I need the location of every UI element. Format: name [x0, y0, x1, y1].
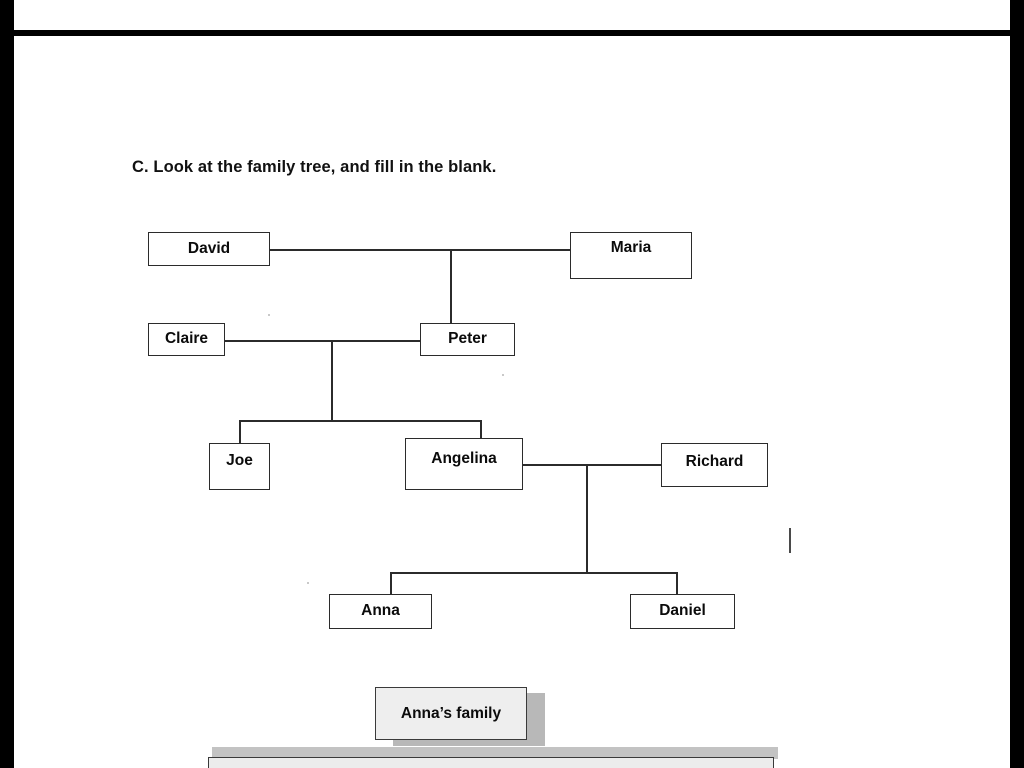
tree-node-label: Claire: [164, 330, 209, 347]
tree-node-peter[interactable]: Peter: [420, 323, 515, 356]
family-tab-label: Anna’s family: [400, 704, 502, 722]
scan-speck: [268, 314, 270, 316]
tree-node-maria[interactable]: Maria: [570, 232, 692, 279]
tree-node-label: Richard: [685, 453, 744, 470]
tree-node-label: Peter: [448, 330, 487, 347]
viewer-frame-right-edge: [1010, 0, 1024, 768]
tree-node-daniel[interactable]: Daniel: [630, 594, 735, 629]
tree-node-label: Anna: [361, 602, 400, 619]
tree-node-label: Joe: [226, 452, 253, 469]
exercise-heading: C. Look at the family tree, and fill in …: [132, 158, 497, 176]
marriage-line-claire-peter: [225, 340, 420, 342]
family-tree-diagram: David Maria Claire Peter Joe Angelina Ri…: [14, 36, 1010, 768]
tree-node-claire[interactable]: Claire: [148, 323, 225, 356]
tree-node-label: Angelina: [431, 450, 497, 467]
sibling-stem-angelina: [480, 420, 482, 438]
document-page: C. Look at the family tree, and fill in …: [14, 36, 1010, 768]
tree-node-david[interactable]: David: [148, 232, 270, 266]
viewer-frame-top-rule: [14, 30, 1010, 36]
sibling-stem-joe: [239, 420, 241, 443]
marriage-line-angelina-richard: [523, 464, 661, 466]
bottom-panel-band: [212, 747, 778, 759]
sibling-stem-daniel: [676, 572, 678, 594]
descent-line-to-peter: [450, 249, 452, 323]
tree-node-label: Maria: [610, 239, 652, 256]
sibling-bar-joe-angelina: [239, 420, 481, 422]
sibling-stem-anna: [390, 572, 392, 594]
sibling-bar-anna-daniel: [390, 572, 677, 574]
text-cursor-caret: [789, 528, 792, 553]
scan-speck: [307, 582, 309, 584]
descent-line-angelina-richard: [586, 464, 588, 572]
bottom-panel-body: [208, 757, 774, 768]
tree-node-label: Daniel: [659, 602, 706, 619]
family-tab-annas-family[interactable]: Anna’s family: [375, 687, 527, 740]
scan-speck: [502, 374, 504, 376]
viewer-frame-left-edge: [0, 0, 14, 768]
tree-node-joe[interactable]: Joe: [209, 443, 270, 490]
tree-node-anna[interactable]: Anna: [329, 594, 432, 629]
tree-node-angelina[interactable]: Angelina: [405, 438, 523, 490]
tree-node-richard[interactable]: Richard: [661, 443, 768, 487]
marriage-line-david-maria: [270, 249, 570, 251]
descent-line-claire-peter: [331, 340, 333, 420]
tree-node-label: David: [187, 240, 231, 257]
